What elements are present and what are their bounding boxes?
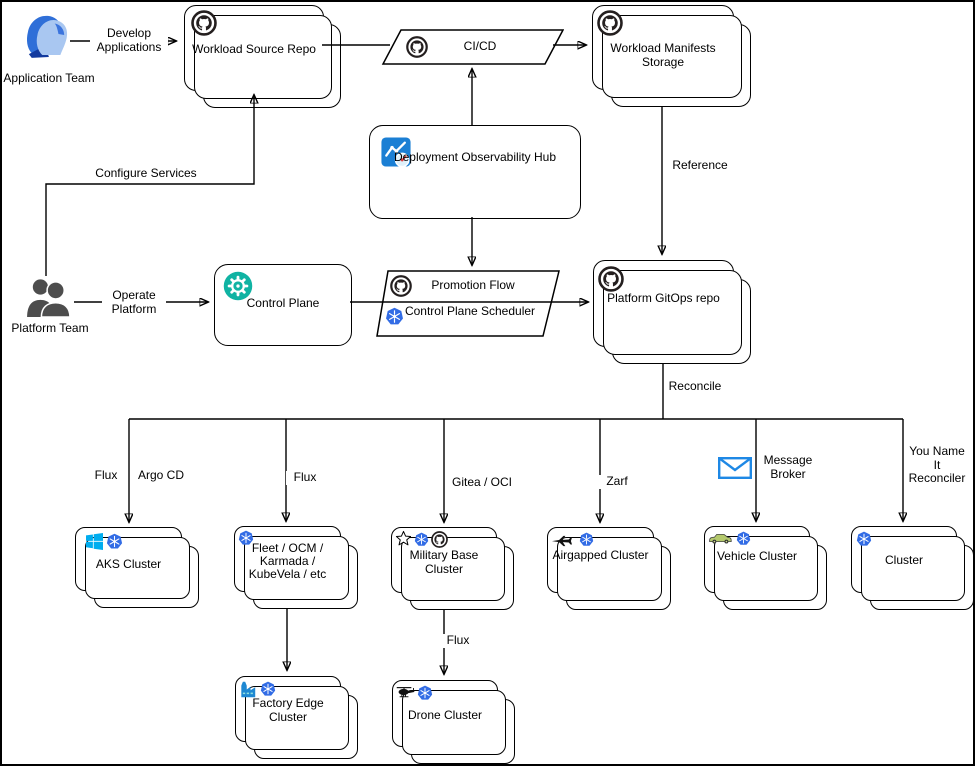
kubernetes-icon [414, 532, 429, 547]
node-label: Workload Manifests Storage [610, 41, 716, 69]
node-control-plane: Control Plane [214, 264, 352, 346]
github-icon [191, 10, 217, 36]
edge-label-you-name-it-reconciler: You Name It Reconciler [906, 444, 968, 486]
windows-icon [86, 533, 103, 550]
node-airgapped-cluster: Airgapped Cluster [547, 527, 671, 610]
node-label: Deployment Observability Hub [393, 150, 557, 164]
edge-label-flux-drone: Flux [439, 633, 477, 648]
parallelogram-shape [381, 29, 564, 65]
application-team-label: Application Team [3, 71, 95, 85]
node-label: Fleet / OCM / Karmada / KubeVela / etc [248, 541, 327, 581]
node-generic-cluster: Cluster [851, 526, 973, 610]
node-label: Platform GitOps repo [607, 291, 720, 305]
node-label: Factory Edge Cluster [252, 696, 324, 724]
edge-label-zarf: Zarf [597, 474, 637, 489]
node-label: Airgapped Cluster [552, 548, 649, 562]
application-team-icon [26, 10, 68, 60]
node-label: Promotion Flow [431, 278, 515, 292]
node-workload-source-repo: Workload Source Repo [184, 5, 341, 108]
helicopter-icon [396, 685, 415, 699]
kubernetes-icon [106, 533, 123, 550]
node-label: Cluster [884, 553, 923, 567]
kubernetes-icon [856, 531, 872, 547]
edge-label-flux-aks: Flux [87, 468, 125, 483]
kubernetes-icon [736, 531, 751, 546]
edge-configure-services [45, 95, 254, 276]
node-factory-edge-cluster: Factory Edge Cluster [235, 676, 358, 759]
node-military-base-cluster: Military Base Cluster [391, 527, 514, 610]
node-label: Vehicle Cluster [716, 549, 798, 563]
node-label: Military Base Cluster [409, 548, 479, 576]
edge-label-operate-platform: Operate Platform [102, 288, 166, 316]
node-ci-cd: CI/CD [376, 29, 564, 65]
node-label: AKS Cluster [95, 557, 162, 571]
edge-label-develop-applications: Develop Applications [90, 26, 168, 54]
node-aks-cluster: AKS Cluster [75, 527, 199, 608]
node-platform-gitops-repo: Platform GitOps repo [593, 260, 751, 364]
edge-label-flux-fleet: Flux [286, 470, 324, 485]
edge-label-configure-services: Configure Services [90, 166, 202, 181]
edge-label-reconcile: Reconcile [664, 379, 726, 394]
kubernetes-icon [260, 681, 276, 697]
node-promotion-flow: Promotion Flow Control Plane Scheduler [376, 270, 560, 337]
node-fleet-cluster: Fleet / OCM / Karmada / KubeVela / etc [234, 526, 358, 609]
node-drone-cluster: Drone Cluster [392, 680, 515, 764]
node-deployment-observability-hub: Deployment Observability Hub [369, 125, 581, 219]
airplane-icon [552, 535, 572, 547]
github-icon [598, 266, 624, 292]
node-label: Drone Cluster [407, 708, 483, 722]
node-label: Control Plane [246, 296, 320, 310]
kubernetes-icon [579, 532, 594, 547]
edge-label-message-broker: Message Broker [758, 453, 818, 481]
node-workload-manifests-storage: Workload Manifests Storage [592, 5, 751, 107]
envelope-icon [718, 457, 752, 479]
github-icon [431, 531, 448, 548]
parallelogram-shape [376, 270, 560, 337]
platform-team-icon [26, 278, 72, 318]
platform-team-label: Platform Team [11, 321, 89, 335]
node-label: CI/CD [463, 39, 497, 53]
car-icon [708, 532, 732, 544]
node-vehicle-cluster: Vehicle Cluster [704, 526, 827, 610]
edge-label-reference: Reference [668, 158, 732, 173]
edge-label-argo-cd: Argo CD [134, 468, 188, 483]
star-icon [395, 530, 412, 547]
github-icon [597, 10, 623, 36]
edge-label-gitea-oci: Gitea / OCI [447, 475, 517, 490]
node-label: Workload Source Repo [192, 42, 316, 56]
node-label: Control Plane Scheduler [404, 304, 536, 318]
kubernetes-icon [417, 685, 433, 701]
